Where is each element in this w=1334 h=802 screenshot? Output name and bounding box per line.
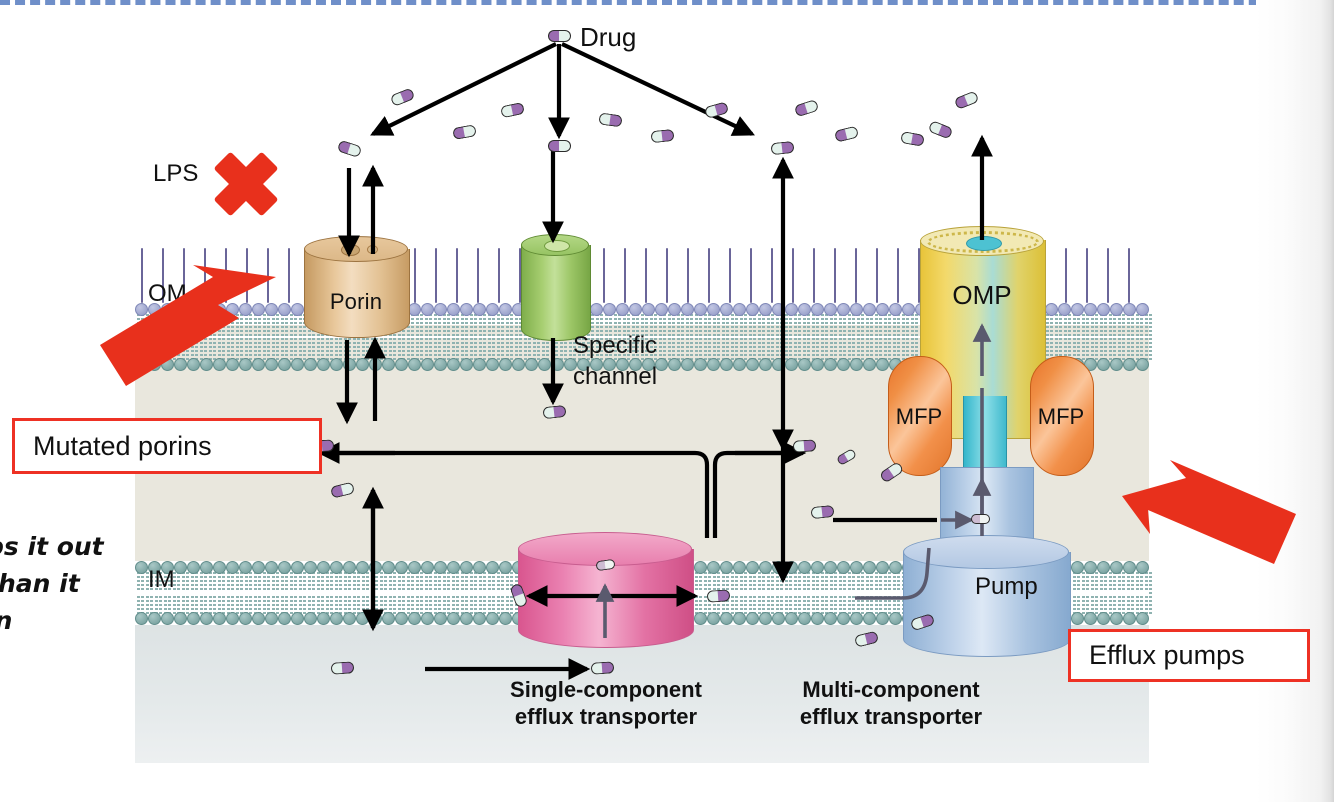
omp-label: OMP (952, 280, 1012, 310)
drug-capsule (548, 140, 572, 152)
drug-capsule (548, 30, 572, 42)
red-callout-arrow-efflux-pumps (1122, 460, 1296, 564)
annotation-box-mutated-porins[interactable]: Mutated porins (12, 418, 322, 474)
mfp-left-label: MFP (895, 404, 943, 429)
im-label: IM (148, 566, 175, 593)
pump-top (903, 535, 1069, 569)
omp-pore-icon (966, 236, 1002, 251)
mfp-right-label: MFP (1037, 404, 1085, 429)
single-component-caption: Single-component efflux transporter (510, 677, 702, 729)
slide-selection-border-top (0, 0, 1334, 5)
omp-inner-tube (963, 396, 1007, 474)
zone-extracellular (135, 8, 1149, 248)
specific-channel-top (521, 234, 589, 256)
annotation-efflux-pumps-text: Efflux pumps (1089, 640, 1245, 670)
porin-top (304, 236, 408, 262)
specific-channel-body (521, 245, 591, 341)
blocked-porin-x-icon (213, 151, 279, 217)
drug-capsule (650, 128, 675, 144)
drug-label: Drug (580, 22, 637, 52)
porin-pore-secondary-icon (367, 245, 378, 254)
porin-channel: Porin (304, 236, 410, 341)
pump-label: Pump (975, 573, 1038, 600)
porin-body (304, 249, 410, 338)
drug-capsule-in-pump (971, 514, 990, 524)
drug-capsule (810, 504, 835, 520)
drug-capsule (330, 661, 356, 675)
drug-capsule (706, 589, 732, 603)
drug-capsule (542, 404, 567, 420)
specific-channel-label: Specific channel (573, 332, 658, 390)
specific-channel (521, 234, 591, 342)
multi-component-caption: Multi-component efflux transporter (799, 677, 983, 729)
om-bilayer (135, 303, 1152, 371)
drug-capsule (590, 661, 616, 675)
mfp-left (888, 356, 952, 476)
red-callout-arrow-mutated-porins (100, 265, 276, 386)
specific-channel-pore-icon (544, 240, 570, 252)
handwritten-note: ps it out than it in (0, 532, 104, 635)
annotation-box-efflux-pumps[interactable]: Efflux pumps (1068, 629, 1310, 682)
pump-cylinder (903, 535, 1071, 659)
drug-capsule (792, 439, 818, 453)
outer-membrane (135, 248, 1152, 371)
diagram-figure: Porin (135, 8, 1152, 763)
mfp-right (1030, 356, 1094, 476)
omp-top (920, 226, 1044, 256)
porin-pore-icon (341, 244, 360, 256)
drug-capsule (770, 140, 795, 156)
pump-body (903, 552, 1071, 657)
single-component-efflux-transporter (518, 532, 694, 649)
porin-label: Porin (329, 289, 383, 314)
membrane-midline (135, 336, 1149, 338)
annotation-mutated-porins-text: Mutated porins (33, 430, 212, 461)
lps-label: LPS (153, 160, 199, 187)
